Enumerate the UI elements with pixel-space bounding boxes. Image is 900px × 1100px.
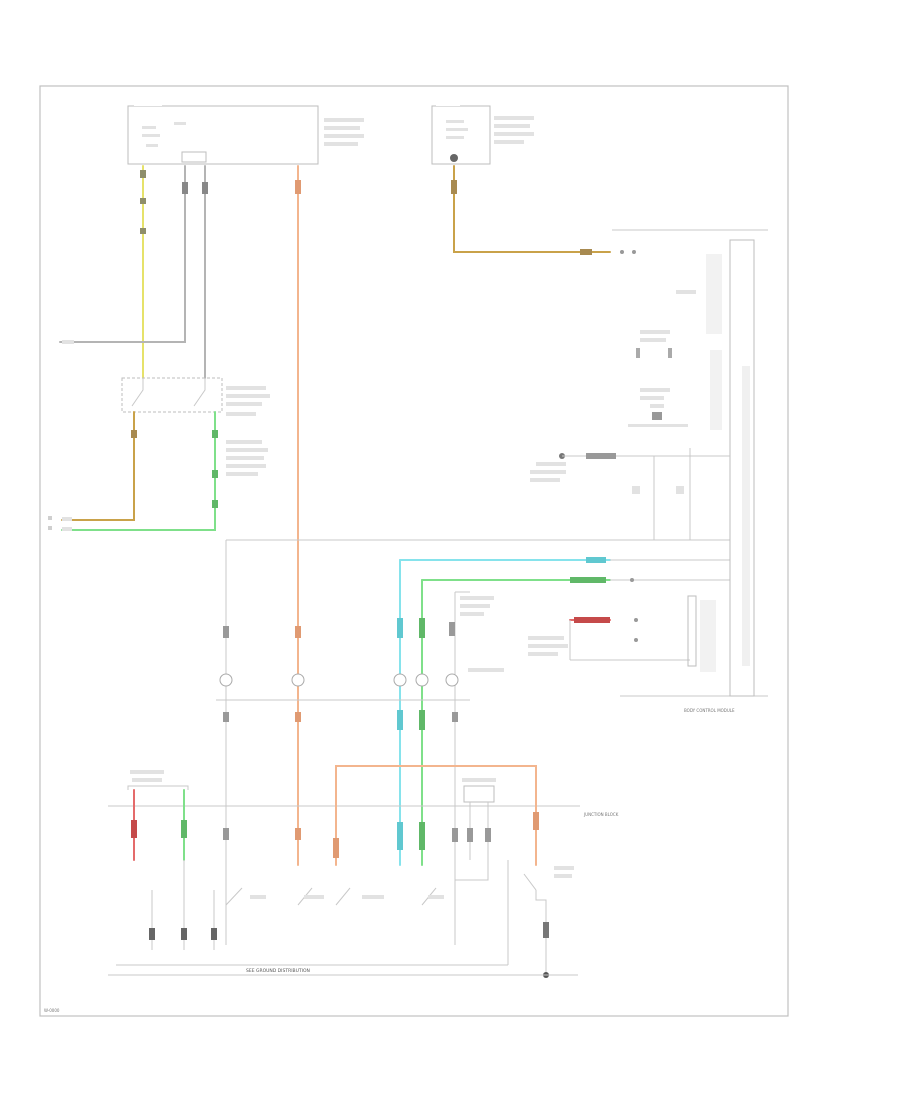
fuse-box-left — [127, 100, 364, 165]
lower-section: SEE GROUND DISTRIBUTION — [108, 765, 580, 978]
diagram-frame — [39, 85, 789, 1017]
splice-icon — [445, 673, 459, 687]
splice-icon — [219, 673, 233, 687]
switch-icon — [131, 378, 144, 407]
body-control-module: BODY CONTROL MODULE JUNCTION BLOCK — [460, 229, 768, 817]
splice-icon — [291, 673, 305, 687]
left-edge-labels — [48, 340, 74, 531]
page-reference: W-0000 — [44, 1008, 60, 1013]
module-name-label: BODY CONTROL MODULE — [684, 708, 735, 713]
switch-assembly-left — [61, 377, 270, 531]
splice-icon — [393, 673, 407, 687]
splice-icon — [415, 673, 429, 687]
switch-icon — [523, 873, 537, 891]
connector-marks-upper — [140, 170, 636, 255]
switch-icon — [225, 887, 243, 906]
left-upper-wires — [59, 165, 611, 866]
splice-row — [219, 618, 504, 730]
switch-icon — [335, 887, 351, 906]
fuse-box-right — [431, 100, 534, 165]
switch-icon — [193, 378, 206, 407]
connector-icon — [450, 154, 458, 162]
middle-bus — [216, 539, 730, 945]
bottom-bus-label: SEE GROUND DISTRIBUTION — [246, 968, 310, 974]
junction-label: JUNCTION BLOCK — [583, 812, 619, 817]
